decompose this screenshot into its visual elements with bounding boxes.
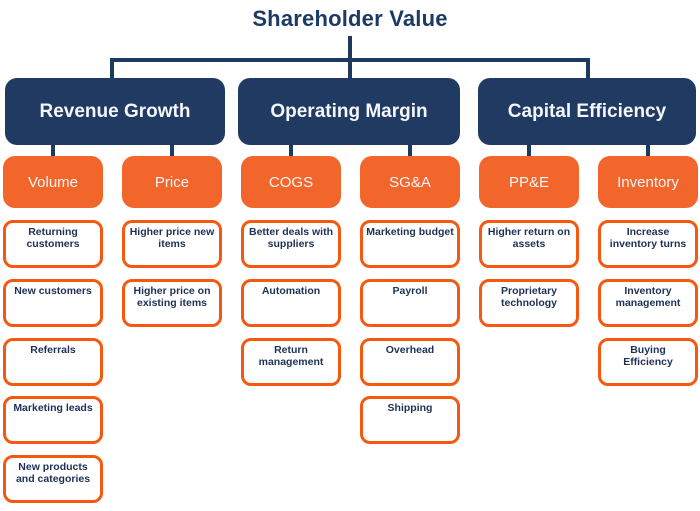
leaf-label: Increase inventory turns	[609, 226, 687, 251]
leaf-label: Proprietary technology	[500, 284, 558, 310]
node-operating-margin-label: Operating Margin	[270, 100, 428, 122]
leaf-referrals: Referrals	[3, 337, 103, 386]
node-volume-label: Volume	[27, 173, 79, 191]
leaf-label: Higher price on existing items	[133, 284, 211, 310]
leaf-payroll: Payroll	[360, 278, 460, 327]
leaf-label: Return management	[258, 343, 324, 368]
leaf-label: Better deals with suppliers	[248, 226, 334, 251]
leaf-return-management: Return management	[241, 337, 341, 386]
leaf-higher-return-on-assets: Higher return on assets	[479, 220, 579, 268]
node-cogs-label: COGS	[268, 173, 314, 191]
connector-right-drop	[586, 58, 590, 82]
leaf-marketing-budget: Marketing budget	[360, 220, 460, 268]
leaf-label: Shipping	[387, 402, 433, 415]
connector-stub-volume	[51, 140, 55, 158]
leaf-better-deals-with-suppliers: Better deals with suppliers	[241, 220, 341, 268]
node-price-label: Price	[154, 173, 190, 191]
node-ppe: PP&E	[479, 156, 579, 208]
leaf-label: Inventory management	[615, 284, 681, 310]
leaf-label: Marketing leads	[13, 402, 93, 415]
node-inventory-label: Inventory	[617, 173, 679, 191]
connector-stub-cogs	[289, 140, 293, 158]
leaf-returning-customers: Returning customers	[3, 220, 103, 268]
leaf-label: Marketing budget	[366, 226, 454, 238]
connector-stub-inventory	[646, 140, 650, 158]
node-sga: SG&A	[360, 156, 460, 208]
leaf-label: Higher return on assets	[487, 226, 571, 251]
leaf-automation: Automation	[241, 278, 341, 327]
connector-stub-price	[170, 140, 174, 158]
node-volume: Volume	[3, 156, 103, 208]
leaf-new-products-and-categories: New products and categories	[3, 455, 103, 503]
connector-left-drop	[110, 58, 114, 82]
connector-stub-sga	[408, 140, 412, 158]
leaf-label: Referrals	[30, 343, 76, 356]
leaf-shipping: Shipping	[360, 396, 460, 445]
node-operating-margin: Operating Margin	[238, 78, 460, 145]
leaf-label: Overhead	[385, 343, 435, 356]
leaf-label: New customers	[14, 284, 92, 297]
leaf-label: Buying Efficiency	[623, 343, 673, 368]
connector-horizontal-main	[110, 58, 590, 62]
node-revenue-growth-label: Revenue Growth	[39, 100, 191, 122]
leaf-proprietary-technology: Proprietary technology	[479, 278, 579, 327]
leaf-overhead: Overhead	[360, 337, 460, 386]
leaf-higher-price-new-items: Higher price new items	[122, 220, 222, 268]
node-price: Price	[122, 156, 222, 208]
node-sga-label: SG&A	[389, 173, 431, 191]
leaf-label: Payroll	[392, 284, 428, 297]
leaf-inventory-management: Inventory management	[598, 278, 698, 327]
leaf-new-customers: New customers	[3, 278, 103, 327]
node-ppe-label: PP&E	[508, 173, 550, 191]
diagram-title: Shareholder Value	[252, 6, 448, 31]
connector-stub-ppe	[527, 140, 531, 158]
leaf-marketing-leads: Marketing leads	[3, 396, 103, 445]
node-capital-efficiency: Capital Efficiency	[478, 78, 696, 145]
leaf-label: Automation	[261, 284, 321, 297]
leaf-label: Higher price new items	[129, 226, 215, 251]
node-cogs: COGS	[241, 156, 341, 208]
node-inventory: Inventory	[598, 156, 698, 208]
leaf-buying-efficiency: Buying Efficiency	[598, 337, 698, 386]
leaf-label: Returning customers	[26, 226, 80, 251]
node-capital-efficiency-label: Capital Efficiency	[507, 100, 667, 122]
leaf-higher-price-existing-items: Higher price on existing items	[122, 278, 222, 327]
leaf-increase-inventory-turns: Increase inventory turns	[598, 220, 698, 268]
leaf-label: New products and categories	[15, 461, 91, 486]
node-revenue-growth: Revenue Growth	[5, 78, 225, 145]
